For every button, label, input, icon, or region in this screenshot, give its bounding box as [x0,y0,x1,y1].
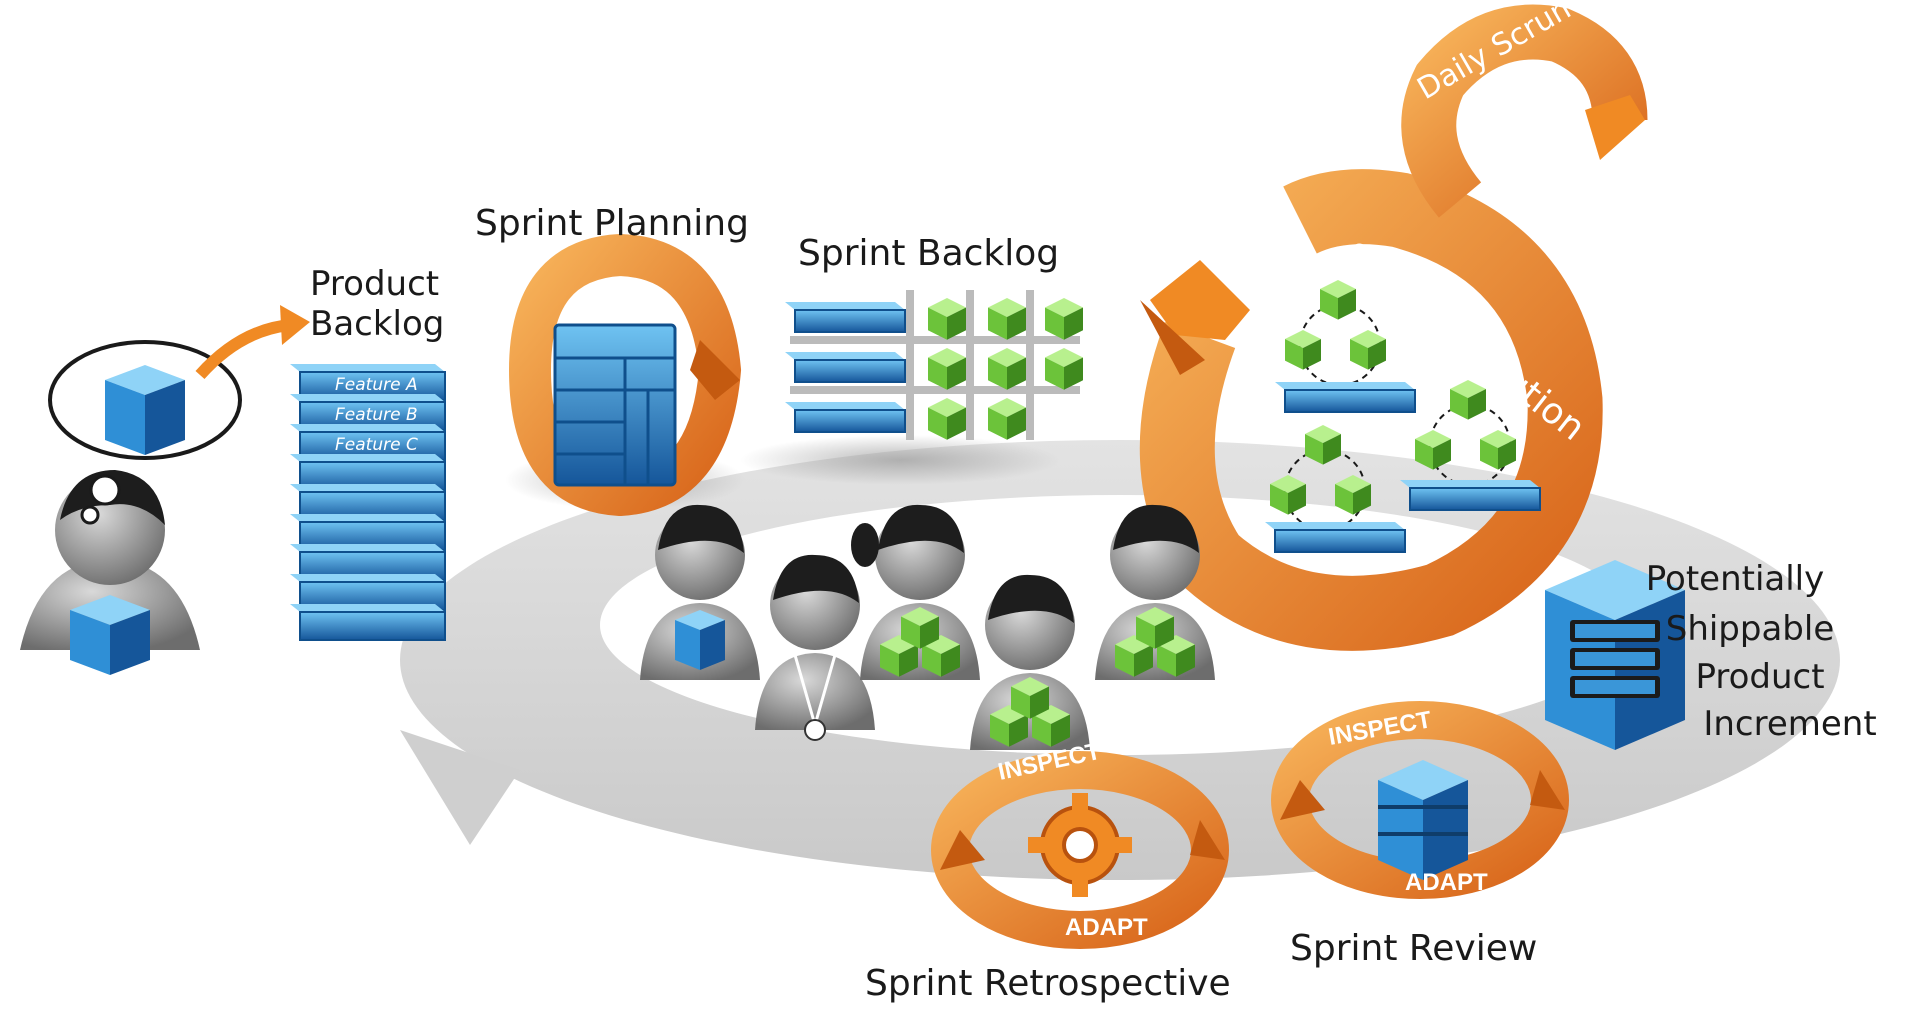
product-backlog-label-2: Backlog [310,304,444,344]
task-cube [1450,380,1486,420]
task-cube [1415,430,1451,470]
retrospective-ring [931,751,1229,949]
backlog-feature-label: Feature A [335,375,418,395]
task-cube [1350,330,1386,370]
gear-icon [1028,793,1132,897]
sprint-backlog-row [785,402,906,433]
sprint-backlog-label: Sprint Backlog [798,233,1059,274]
execution-slab [1265,522,1406,553]
sprint-retrospective-label: Sprint Retrospective [865,963,1231,1004]
backlog-row [290,604,446,641]
task-cube [988,398,1026,440]
team-cube [1136,607,1174,649]
review-adapt-label: ADAPT [1405,869,1488,896]
shippable-label-3: Product [1695,657,1824,697]
sprint-review-label: Sprint Review [1290,928,1537,969]
product-owner [20,470,200,675]
team-cube [1011,677,1049,719]
task-cube [928,298,966,340]
task-cube [928,398,966,440]
idea-cube [105,365,185,455]
daily-scrum-loop [1401,4,1648,218]
sprint-backlog-row [785,352,906,383]
task-cube [1285,330,1321,370]
sprint-planning-label: Sprint Planning [475,203,749,244]
task-cube [1335,475,1371,515]
task-cube [1045,298,1083,340]
execution-slab [1400,480,1541,511]
shippable-label-1: Potentially [1646,559,1825,599]
thought-cloud [48,305,310,525]
task-cube [1270,475,1306,515]
sprint-backlog-grid [740,290,1083,485]
team-member [851,504,980,680]
track-arrow-head [400,730,520,845]
team-cube [901,607,939,649]
task-cube [1480,430,1516,470]
team-member-product-owner [640,504,760,680]
task-cube [928,348,966,390]
task-cube [988,348,1026,390]
task-cube [988,298,1026,340]
execution-slab [1275,382,1416,413]
retro-adapt-label: ADAPT [1065,914,1148,941]
scrum-team [640,504,1215,750]
team-member [1095,504,1215,680]
shippable-label-2: Shippable [1666,609,1835,649]
backlog-feature-label: Feature C [335,435,418,455]
to-backlog-arrow [195,319,291,380]
product-owner-cube [70,595,150,675]
task-cube [1305,425,1341,465]
task-cube [1320,280,1356,320]
review-ring [1271,701,1569,899]
whistle-icon [804,719,826,741]
review-increment-cube [1378,760,1468,880]
sprint-planning-loop [505,233,745,517]
execution-clusters [1265,280,1541,553]
shippable-increment-cube [1545,560,1685,750]
product-backlog-label-1: Product [310,264,439,304]
product-backlog-stack: Feature A Feature B Feature C [290,364,446,641]
scrum-master [755,554,875,741]
backlog-feature-label: Feature B [335,405,418,425]
team-cube [1115,635,1153,677]
task-cube [1045,348,1083,390]
team-cube [880,635,918,677]
sprint-backlog-row [785,302,906,333]
planning-board [553,323,677,487]
team-cube [675,610,725,670]
team-member [970,574,1090,750]
shippable-label-4: Increment [1703,704,1876,744]
